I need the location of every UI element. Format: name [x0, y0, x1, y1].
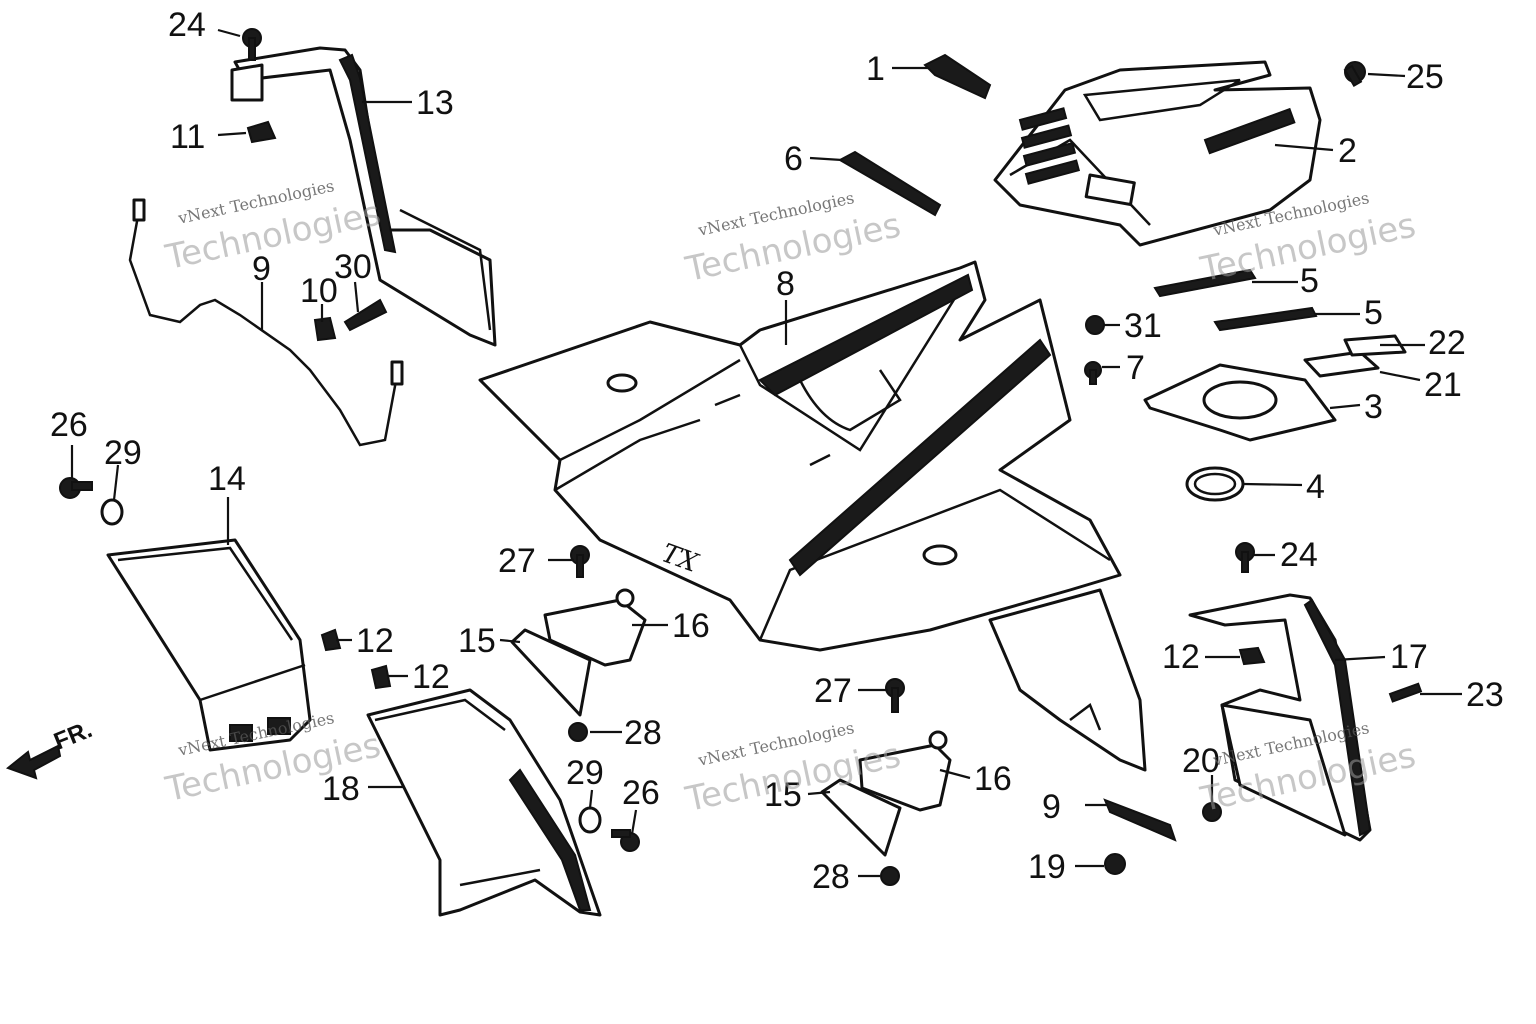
left-flap-part-14	[106, 538, 312, 752]
callout-8: 8	[776, 265, 795, 303]
callout-12: 12	[412, 658, 450, 696]
callout-17: 17	[1390, 638, 1428, 676]
callout-7: 7	[1126, 349, 1145, 387]
callout-5: 5	[1300, 262, 1319, 300]
callout-5: 5	[1364, 294, 1383, 332]
storage-box-part-2	[993, 60, 1322, 247]
callout-11: 10	[300, 272, 338, 310]
rear-fender-part-8: TX	[478, 260, 1147, 772]
callout-23: 23	[1466, 676, 1504, 714]
callout-27: 27	[498, 542, 536, 580]
callout-10: 9	[1042, 788, 1061, 826]
leader-lines	[70, 28, 1462, 878]
callout-15: 15	[764, 776, 802, 814]
callout-24: 24	[1280, 536, 1318, 574]
callout-28: 28	[624, 714, 662, 752]
front-arrow-label: FR.	[50, 716, 96, 756]
callout-3: 3	[1364, 388, 1383, 426]
callout-20: 20	[1182, 742, 1220, 780]
callout-4: 4	[1306, 468, 1325, 506]
callout-19: 19	[1028, 848, 1066, 886]
callout-24: 24	[168, 6, 206, 44]
callout-27: 27	[814, 672, 852, 710]
front-direction-arrow: FR.	[5, 716, 96, 780]
callout-31: 31	[1124, 307, 1162, 345]
callout-29: 29	[566, 754, 604, 792]
cable-part-9	[128, 198, 404, 447]
callout-2: 2	[1338, 132, 1357, 170]
callout-22: 22	[1428, 324, 1466, 362]
right-side-panel-part-17	[1188, 593, 1372, 842]
callout-13: 13	[416, 84, 454, 122]
callout-1: 1	[866, 50, 885, 88]
callout-18: 18	[322, 770, 360, 808]
callout-26: 26	[622, 774, 660, 812]
callout-16: 16	[672, 607, 710, 645]
callout-9: 9	[252, 250, 271, 288]
small-parts	[59, 28, 1423, 886]
callout-30: 30	[334, 248, 372, 286]
callout-14: 14	[208, 460, 246, 498]
callout-26: 26	[50, 406, 88, 444]
callout-21: 21	[1424, 366, 1462, 404]
callout-16: 16	[974, 760, 1012, 798]
callout-15: 15	[458, 622, 496, 660]
callout-12: 11	[170, 118, 205, 156]
left-lower-panel-part-18	[366, 688, 602, 917]
callout-12: 12	[356, 622, 394, 660]
callout-12: 12	[1162, 638, 1200, 676]
callout-25: 25	[1406, 58, 1444, 96]
left-side-panel-part-13	[230, 46, 497, 347]
callout-numbers: 24 11 13 9 10 30 1 6 2 25 8 31 7 5 5 22 …	[50, 6, 1504, 896]
callout-6: 6	[784, 140, 803, 178]
callout-28: 28	[812, 858, 850, 896]
callout-29: 29	[104, 434, 142, 472]
